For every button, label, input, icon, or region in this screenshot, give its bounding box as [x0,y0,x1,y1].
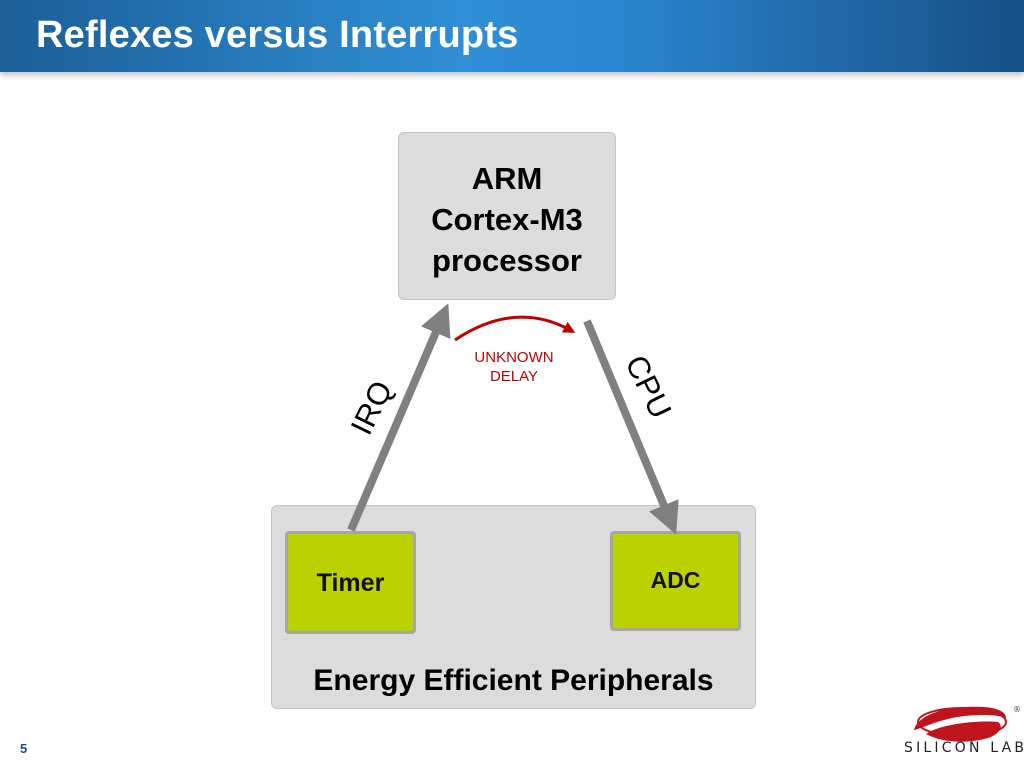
processor-line-2: Cortex-M3 [431,202,583,237]
logo-registered-mark: ® [1013,705,1021,714]
irq-arrow [347,303,451,532]
logo-text: SILICON LABS [904,740,1024,756]
silicon-labs-logo-icon: ® [914,705,1021,742]
cpu-arrow [583,319,679,535]
slide-title: Reflexes versus Interrupts [36,14,519,56]
processor-label: ARM Cortex-M3 processor [398,158,616,281]
page-number: 5 [20,741,28,756]
delay-label: UNKNOWN DELAY [458,348,570,386]
delay-arrow [454,315,576,342]
processor-line-1: ARM [471,161,543,196]
processor-line-3: processor [432,243,582,278]
processor-box [398,132,616,300]
delay-line-2: DELAY [489,368,539,385]
delay-line-1: UNKNOWN [474,349,554,366]
title-bar: Reflexes versus Interrupts [0,0,1024,72]
adc-block: ADC [610,531,741,631]
timer-block: Timer [285,531,416,634]
peripherals-label: Energy Efficient Peripherals [313,664,714,697]
